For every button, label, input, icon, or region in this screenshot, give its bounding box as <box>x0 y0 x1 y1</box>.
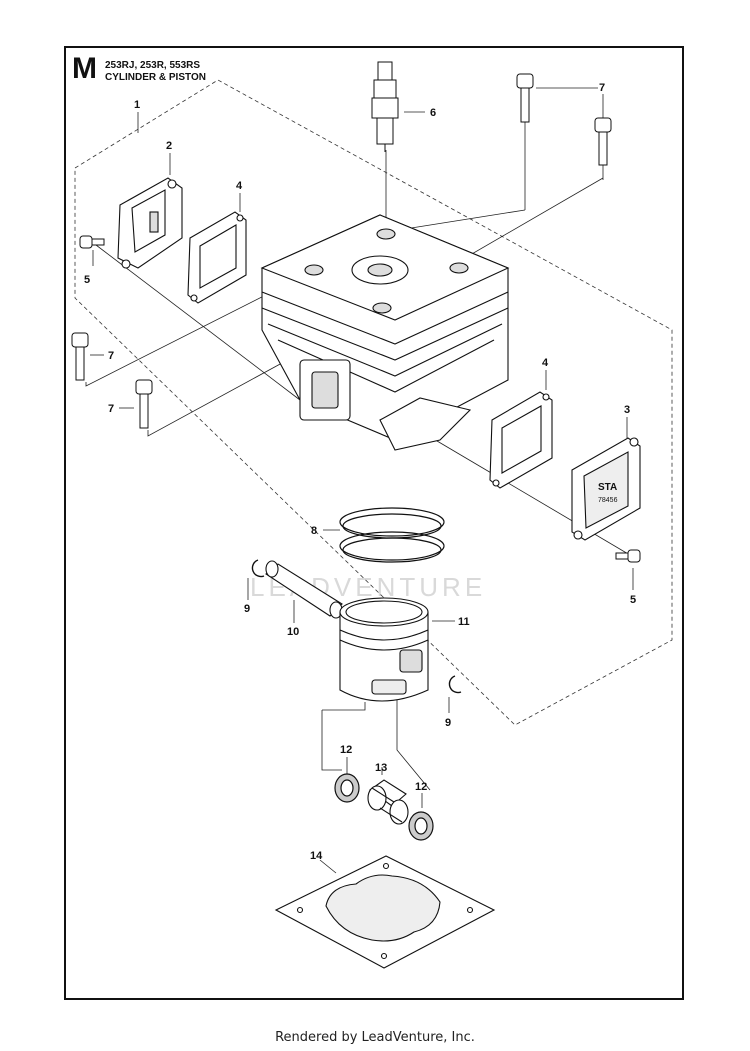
callout-8: 8 <box>311 525 317 537</box>
callout-4-left: 4 <box>236 180 243 192</box>
callout-2: 2 <box>166 140 172 152</box>
part-7-bolt-top-2 <box>594 117 612 166</box>
part-14-base-gasket <box>274 855 496 969</box>
callout-5-left: 5 <box>84 274 90 286</box>
part-13-needle-bearing <box>367 779 409 825</box>
part-4-gasket-left <box>187 211 247 304</box>
part-9-circlip-left <box>251 559 265 578</box>
part-9-circlip-right <box>448 675 462 694</box>
part-6-spark-plug <box>371 61 399 152</box>
callout-9-left: 9 <box>244 603 250 615</box>
part-5-screw-left <box>79 235 105 249</box>
callout-7-left-2: 7 <box>108 403 114 415</box>
leader-lines <box>85 87 636 874</box>
callout-7-left-1: 7 <box>108 350 114 362</box>
callout-5-right: 5 <box>630 594 636 606</box>
callout-10: 10 <box>287 626 299 638</box>
assembly-boundary <box>74 79 673 726</box>
part-5-screw-right <box>615 549 641 563</box>
part-2-intake-flange <box>117 177 183 269</box>
callout-1: 1 <box>134 99 140 111</box>
callout-14: 14 <box>310 850 323 862</box>
diagram-title: CYLINDER & PISTON <box>105 72 206 83</box>
footer-credit: Rendered by LeadVenture, Inc. <box>275 1030 475 1045</box>
part-12-washer-right <box>408 811 434 841</box>
diagram-header: 253RJ, 253R, 553RS CYLINDER & PISTON <box>105 60 206 84</box>
part-12-washer-left <box>334 773 360 803</box>
flange-stamp-line2: 78456 <box>598 497 618 504</box>
part-3-exhaust-flange: STA 78456 <box>571 437 641 541</box>
callout-12-left: 12 <box>340 744 352 756</box>
callout-6: 6 <box>430 107 436 119</box>
callout-12-right: 12 <box>415 781 427 793</box>
part-4-gasket-right <box>489 391 553 489</box>
model-numbers: 253RJ, 253R, 553RS <box>105 60 201 71</box>
diagram-frame <box>64 46 684 1000</box>
flange-stamp-line1: STA <box>598 482 617 493</box>
callout-11: 11 <box>458 616 470 628</box>
callout-9-right: 9 <box>445 717 451 729</box>
part-11-piston <box>339 597 429 702</box>
part-7-bolt-left-1 <box>71 332 89 381</box>
callout-7-top: 7 <box>599 82 605 94</box>
cylinder-assembly <box>260 214 510 451</box>
callout-3: 3 <box>624 404 630 416</box>
part-7-bolt-left-2 <box>135 379 153 429</box>
part-7-bolt-top-1 <box>516 73 534 123</box>
callout-13: 13 <box>375 762 387 774</box>
section-letter: M <box>72 52 97 85</box>
part-8-piston-rings <box>339 507 445 563</box>
callout-4-right: 4 <box>542 357 549 369</box>
part-10-piston-pin <box>265 560 343 619</box>
